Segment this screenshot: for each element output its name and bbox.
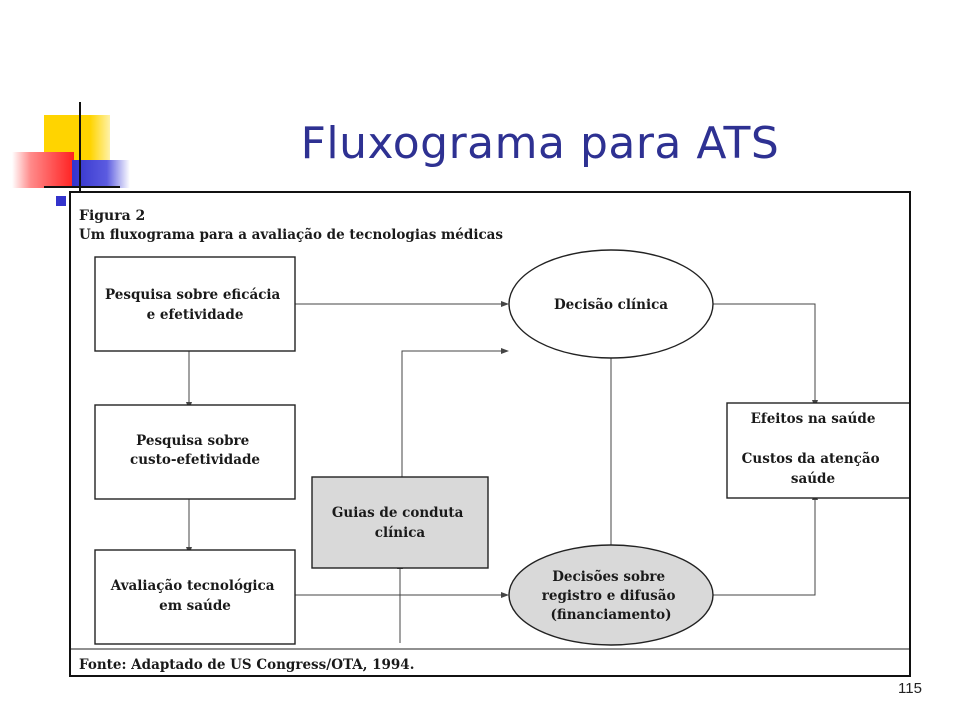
node-avaliacao-text: Avaliação tecnológica em saúde — [110, 578, 279, 614]
decor-red-square — [12, 152, 74, 188]
page-number: 115 — [898, 680, 922, 697]
arrowhead-registro — [501, 592, 509, 598]
node-decisoes-registro-ellipse — [508, 544, 714, 646]
node-efeitos-custos-box — [726, 402, 909, 499]
decor-vertical-line — [79, 102, 81, 194]
arrowhead-decisao-clinica — [501, 301, 509, 307]
node-decisao-clinica-ellipse — [508, 249, 714, 359]
decor-blue-square — [72, 160, 130, 188]
node-guias-text: Guias de conduta clínica — [332, 505, 468, 541]
flowchart-diagram: Figura 2 Um fluxograma para a avaliação … — [71, 208, 909, 673]
figure-label: Figura 2 — [79, 208, 145, 224]
node-custo-text: Pesquisa sobre custo-efetividade — [130, 433, 260, 468]
node-efeitos-text: Efeitos na saúde — [751, 411, 876, 427]
node-decisoes-registro-text: Decisões sobre registro e difusão (finan… — [542, 569, 680, 623]
figure-source: Fonte: Adaptado de US Congress/OTA, 1994… — [79, 657, 414, 673]
node-custos-text: Custos da atenção saúde — [742, 451, 885, 487]
node-eficacia-box — [94, 256, 296, 352]
figure-caption: Um fluxograma para a avaliação de tecnol… — [79, 227, 503, 243]
node-eficacia-text: Pesquisa sobre eficácia e efetividade — [105, 287, 285, 323]
connector-guias-decisao — [401, 350, 503, 477]
node-custo-box — [94, 404, 296, 500]
connectors — [188, 303, 816, 643]
decor-horizontal-line — [44, 186, 120, 188]
connector-decisao-efeitos — [711, 303, 816, 402]
node-guias-box — [311, 476, 489, 569]
node-decisao-clinica-text: Decisão clínica — [554, 297, 668, 313]
arrowhead-guias-decisao — [501, 348, 509, 354]
slide-title: Fluxograma para ATS — [300, 118, 780, 169]
connector-registro-efeitos — [711, 498, 816, 596]
node-avaliacao-box — [94, 549, 296, 645]
figure-frame: Figura 2 Um fluxograma para a avaliação … — [69, 191, 911, 677]
decor-blue-dot — [56, 196, 66, 206]
